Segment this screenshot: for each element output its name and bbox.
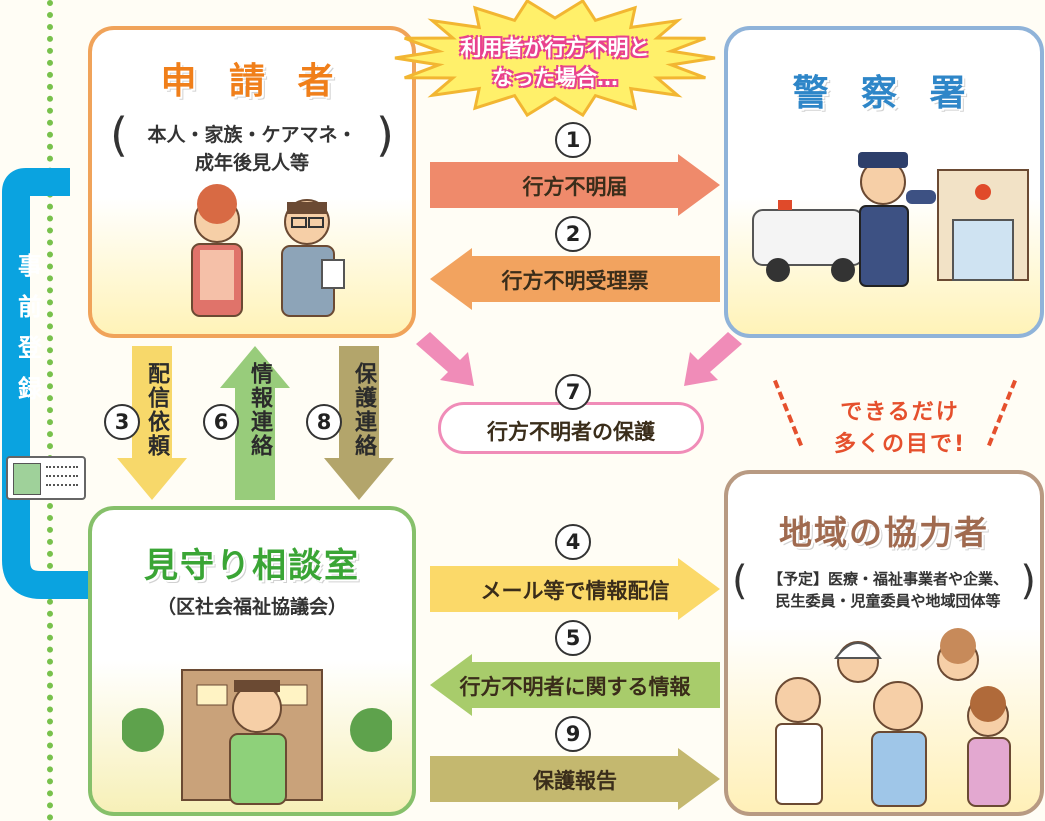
step-7-label: 行方不明者の保護 [487, 420, 655, 444]
arrow-step-9: 保護報告 [430, 748, 720, 810]
applicant-title: 申 請 者 [160, 61, 344, 102]
police-box: 警 察 署 [724, 26, 1044, 338]
step-3-label: 配信依頼 [144, 362, 169, 458]
step-5-label: 行方不明者に関する情報 [459, 675, 691, 699]
community-paren-left: ( [732, 558, 748, 604]
step-4-number: 4 [555, 524, 591, 560]
consultation-box: 見守り相談室 （区社会福祉協議会） [88, 506, 416, 816]
arrow-step-3 [117, 346, 187, 500]
applicant-paren-right: ) [376, 108, 394, 162]
step-2-label: 行方不明受理票 [501, 269, 649, 293]
step-5-number: 5 [555, 620, 591, 656]
pre-registration-char-4: 録 [18, 375, 42, 403]
slogan-line1: できるだけ [840, 400, 960, 425]
step-4-label: メール等で情報配信 [480, 579, 670, 603]
pink-arrow-left [416, 332, 474, 386]
step-6-number: 6 [203, 404, 239, 440]
community-box: 地域の協力者 ( ) 【予定】医療・福祉事業者や企業、 民生委員・児童委員や地域… [724, 470, 1044, 816]
applicant-detail-line2: 成年後見人等 [194, 152, 309, 174]
community-detail-line1: 【予定】医療・福祉事業者や企業、 [767, 570, 1008, 588]
slogan-dash-left [773, 379, 803, 447]
applicant-box: 申 請 者 ( ) 本人・家族・ケアマネ・ 成年後見人等 [88, 26, 416, 338]
community-paren-right: ) [1020, 558, 1036, 604]
step-9-number: 9 [555, 716, 591, 752]
applicant-paren-left: ( [110, 108, 128, 162]
arrow-step-4: メール等で情報配信 [430, 558, 720, 620]
pre-registration-char-1: 事 [18, 252, 42, 280]
applicant-people-illustration [191, 184, 345, 317]
step-8-number: 8 [306, 404, 342, 440]
community-detail-line2: 民生委員・児童委員や地域団体等 [775, 592, 1001, 610]
member-card-icon [6, 456, 86, 500]
step-9-label: 保護報告 [533, 769, 617, 793]
burst-text-line1: 利用者が行方不明と [460, 36, 650, 60]
arrow-step-5: 行方不明者に関する情報 [430, 654, 720, 716]
pink-arrow-right [684, 332, 742, 386]
applicant-detail-line1: 本人・家族・ケアマネ・ [147, 124, 357, 146]
community-people-illustration [775, 628, 1011, 807]
pre-registration-char-2: 前 [18, 293, 42, 321]
police-title: 警 察 署 [792, 73, 976, 114]
step-6-label: 情報連絡 [247, 362, 272, 458]
dotted-guide-line [47, 0, 53, 821]
community-title: 地域の協力者 [779, 513, 989, 552]
pre-registration-char-3: 登 [18, 334, 42, 362]
step-3-number: 3 [104, 404, 140, 440]
police-illustration [752, 152, 1029, 287]
consultation-subtitle: （区社会福祉協議会） [156, 596, 347, 618]
burst-text-line2: なった場合… [492, 66, 618, 90]
burst-shape [394, 0, 716, 118]
arrow-step-1: 行方不明届 [430, 154, 720, 216]
arrow-step-2: 行方不明受理票 [430, 248, 720, 310]
step-1-number: 1 [555, 122, 591, 158]
consultation-illustration [122, 669, 392, 805]
arrow-step-8 [324, 346, 394, 500]
step-2-number: 2 [555, 216, 591, 252]
step-1-label: 行方不明届 [522, 175, 628, 199]
consultation-title: 見守り相談室 [144, 546, 360, 586]
slogan-line2: 多くの目で! [833, 432, 967, 457]
step-8-label: 保護連絡 [351, 362, 376, 458]
step-7-number: 7 [555, 374, 591, 410]
arrow-step-6 [220, 346, 290, 500]
